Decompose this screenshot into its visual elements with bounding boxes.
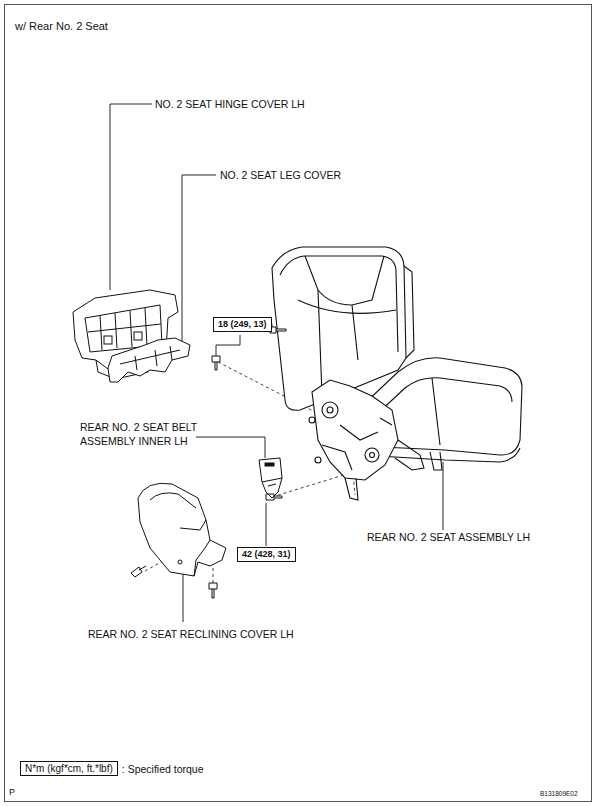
torque-box: 18 (249, 13) (213, 317, 272, 332)
page-frame (5, 5, 592, 802)
legend-note: : Specified torque (122, 762, 204, 776)
part-name: REAR NO. 2 SEAT ASSEMBLY LH (367, 530, 530, 544)
torque-value: 42 (428, 31) (242, 549, 291, 559)
page-mark: P (9, 785, 15, 799)
diagram-title: w/ Rear No. 2 Seat (15, 20, 108, 32)
torque-legend-box: N*m (kgf*cm, ft.*lbf) (20, 761, 118, 776)
torque-value: 18 (249, 13) (218, 319, 267, 329)
leg-cover (108, 338, 190, 382)
seat-assembly (272, 247, 522, 500)
reclining-cover (138, 483, 226, 576)
figure-code: B131809E02 (540, 787, 578, 801)
part-name: REAR NO. 2 SEAT BELT ASSEMBLY INNER LH (80, 420, 242, 448)
torque-value: N*m (kgf*cm, ft.*lbf) (25, 763, 113, 774)
part-name: NO. 2 SEAT LEG COVER (220, 168, 341, 182)
seat-belt-inner (259, 458, 282, 498)
part-name: REAR NO. 2 SEAT RECLINING COVER LH (88, 627, 294, 641)
torque-box: 42 (428, 31) (237, 547, 296, 562)
part-name: NO. 2 SEAT HINGE COVER LH (155, 97, 305, 111)
